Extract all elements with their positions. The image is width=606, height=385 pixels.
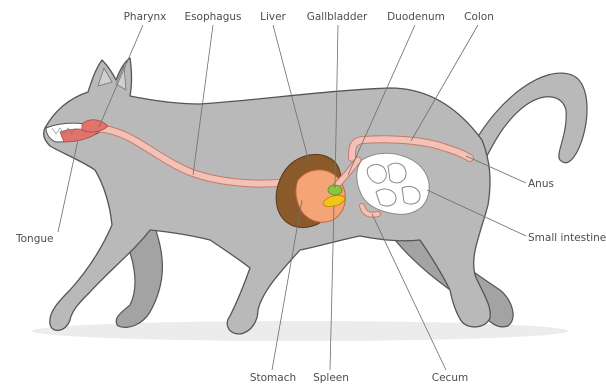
label-colon: Colon bbox=[464, 11, 494, 23]
label-pharynx: Pharynx bbox=[124, 11, 167, 23]
label-gallbladder: Gallbladder bbox=[307, 11, 368, 23]
label-anus: Anus bbox=[528, 178, 554, 190]
label-esophagus: Esophagus bbox=[184, 11, 241, 23]
label-spleen: Spleen bbox=[313, 372, 349, 384]
label-tongue: Tongue bbox=[15, 233, 54, 245]
label-liver: Liver bbox=[260, 11, 286, 23]
ground-shadow bbox=[32, 321, 568, 341]
label-cecum: Cecum bbox=[432, 372, 468, 384]
label-small-intestine: Small intestine bbox=[528, 232, 606, 244]
label-duodenum: Duodenum bbox=[387, 11, 445, 23]
label-stomach: Stomach bbox=[250, 372, 296, 384]
cat-tail bbox=[470, 73, 587, 170]
